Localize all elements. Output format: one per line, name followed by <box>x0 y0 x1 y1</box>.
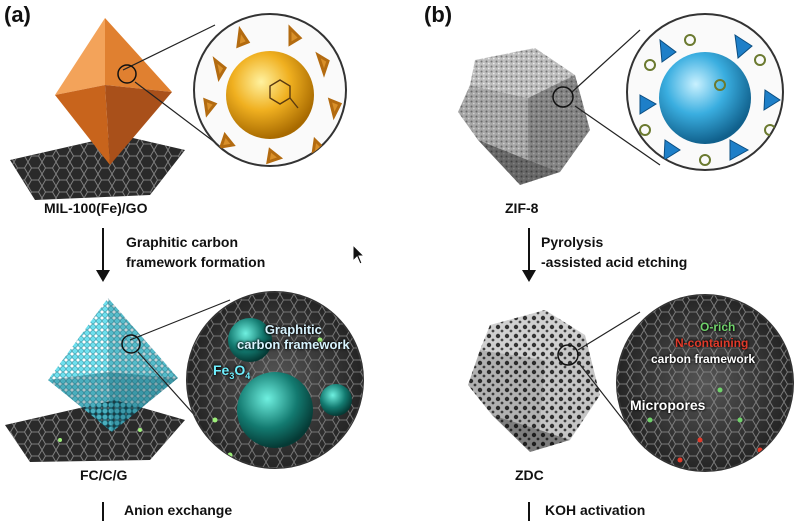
overlay-o-rich: O-rich <box>700 320 736 334</box>
step-graphitic: Graphitic carbon framework formation <box>126 232 265 272</box>
overlay-micropores: Micropores <box>630 397 706 413</box>
zoom-line <box>122 24 216 71</box>
fccg-octahedron <box>48 298 178 432</box>
graphene-sheet-a1 <box>10 135 185 200</box>
mouse-cursor-icon <box>352 244 366 265</box>
caption-fccg: FC/C/G <box>80 467 128 483</box>
step-koh-activation: KOH activation <box>545 502 646 518</box>
overlay-n-containing: N-containing <box>675 336 749 350</box>
panel-label-a: (a) <box>4 2 31 27</box>
overlay-fe3o4: Fe3O4 <box>213 362 250 381</box>
zoom-line <box>574 105 661 166</box>
arrow-a1 <box>96 228 110 282</box>
formula-part: 3 <box>229 370 235 381</box>
caption-zdc: ZDC <box>515 467 544 483</box>
zif8-dodecahedron <box>458 48 590 185</box>
step-pyrolysis: Pyrolysis -assisted acid etching <box>541 232 687 272</box>
step-anion-exchange: Anion exchange <box>124 502 233 518</box>
zoom-line <box>134 81 226 151</box>
overlay-line: carbon framework <box>237 337 350 352</box>
caption-mil100: MIL-100(Fe)/GO <box>44 200 148 216</box>
zoom-marker <box>557 344 579 366</box>
arrow-b1 <box>522 228 536 282</box>
zoom-line <box>577 311 641 351</box>
zdc-zoom-circle <box>616 294 794 472</box>
step-line: framework formation <box>126 254 266 270</box>
formula-part: Fe <box>213 362 230 378</box>
panel-label-b: (b) <box>424 2 453 27</box>
zoom-marker <box>552 86 574 108</box>
zoom-line <box>571 29 641 93</box>
caption-zif8: ZIF-8 <box>505 200 539 216</box>
graphene-sheet-a2 <box>5 400 185 462</box>
mil100-octahedron <box>55 18 172 165</box>
formula-part: O <box>234 362 246 378</box>
zoom-line <box>129 299 231 341</box>
fccg-zoom-circle <box>186 291 364 469</box>
step-line: Pyrolysis <box>541 234 604 250</box>
step-line: -assisted acid etching <box>541 254 688 270</box>
mil100-zoom-circle <box>193 13 347 167</box>
zoom-marker <box>121 334 141 354</box>
overlay-carbon-framework: carbon framework <box>651 352 756 366</box>
zoom-marker <box>117 64 137 84</box>
step-line: Graphitic carbon <box>126 234 239 250</box>
formula-part: 4 <box>245 370 251 381</box>
overlay-graphitic: Graphitic carbon framework <box>237 322 350 352</box>
zdc-polyhedron <box>468 310 600 452</box>
overlay-line: Graphitic <box>264 322 322 337</box>
zif8-zoom-circle <box>626 13 784 171</box>
